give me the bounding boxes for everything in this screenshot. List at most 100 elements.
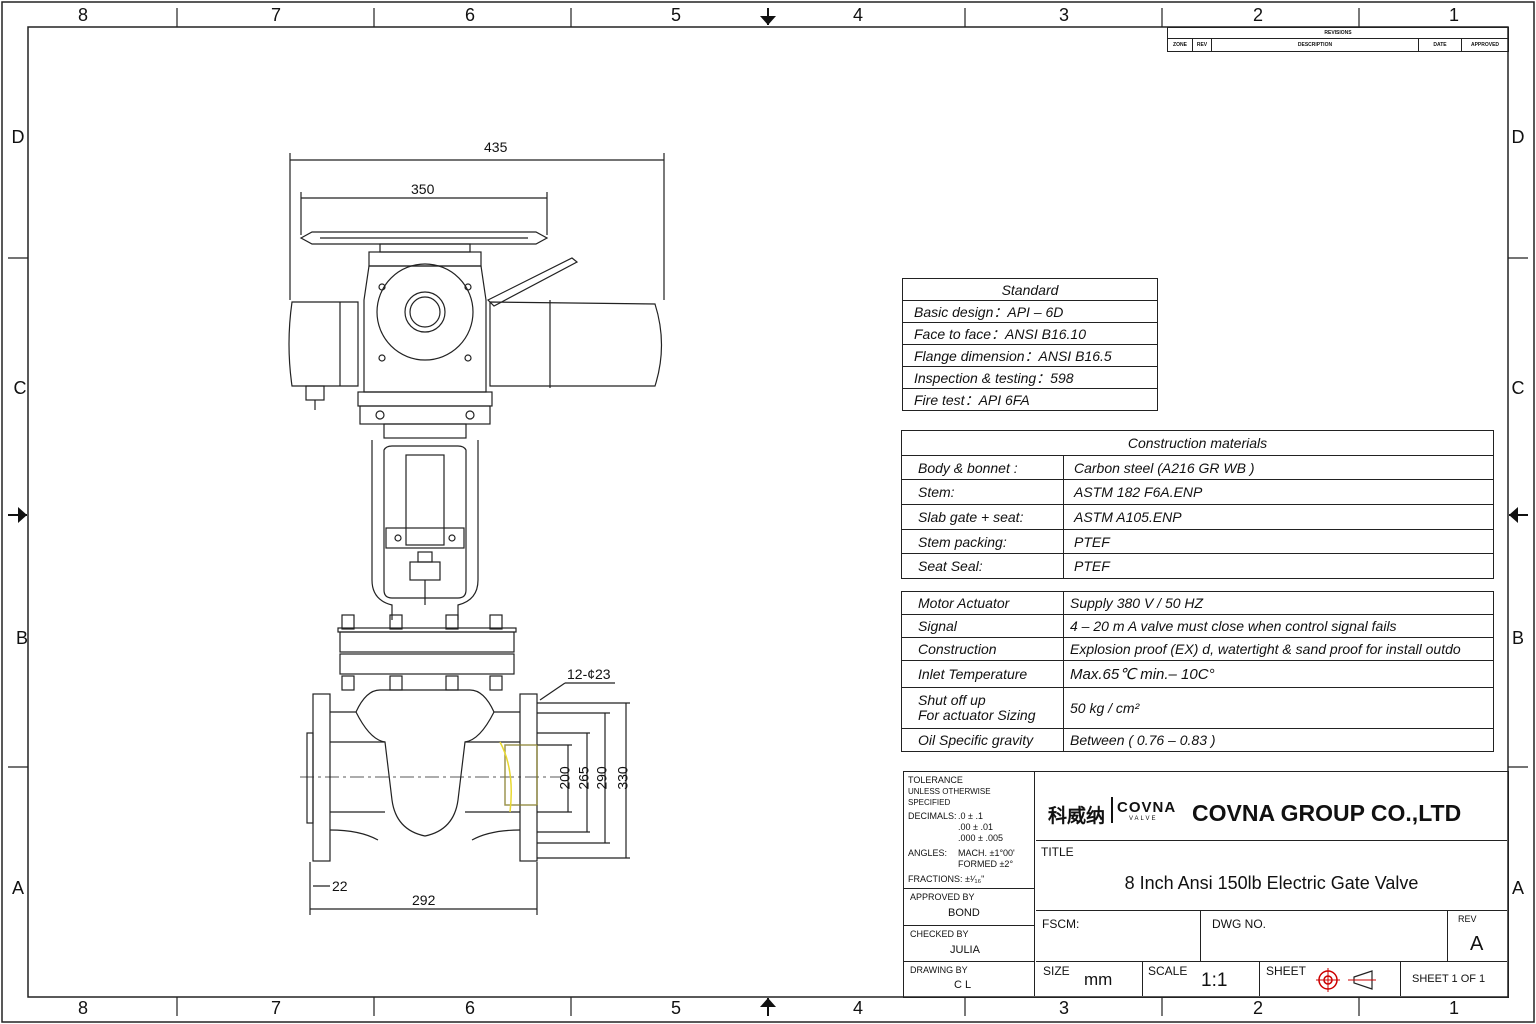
actuator-value: Max.65℃ min.– 10C°	[1063, 660, 1494, 688]
materials-key: Body & bonnet :	[901, 454, 1064, 481]
standard-row: Inspection & testing：598	[902, 366, 1158, 389]
drawing-title: 8 Inch Ansi 150lb Electric Gate Valve	[1124, 873, 1419, 893]
angles-label: ANGLES:	[908, 848, 948, 858]
actuator-value: 50 kg / cm²	[1063, 687, 1494, 729]
title-label: TITLE	[1041, 845, 1074, 859]
divider	[1400, 962, 1401, 996]
zone-left-C: C	[13, 378, 27, 398]
actuator-key: Signal	[901, 614, 1064, 638]
dim-flange-thk: 22	[332, 878, 348, 894]
zone-left-A: A	[11, 878, 24, 898]
logo-cn: 科威纳	[1048, 806, 1106, 827]
materials-key: Seat Seal:	[901, 553, 1064, 580]
rev-col-approved: APPROVED	[1470, 42, 1500, 48]
size-row: SIZE mm SCALE 1:1 SHEET SHEET 1 OF 1	[1036, 962, 1507, 996]
ang2: FORMED ±2°	[958, 859, 1014, 869]
zone-top-1: 1	[1448, 5, 1459, 25]
divider	[1142, 962, 1143, 996]
sheet-value: SHEET 1 OF 1	[1412, 973, 1486, 985]
ang1: MACH. ±1°00'	[958, 848, 1015, 858]
sheet-label: SHEET	[1266, 964, 1307, 978]
actuator-key: Inlet Temperature	[901, 660, 1064, 688]
drawing-label: DRAWING BY	[910, 965, 968, 975]
materials-value: ASTM 182 F6A.ENP	[1063, 479, 1494, 506]
tolerance-label: TOLERANCE	[908, 775, 963, 785]
rev-label: REV	[1458, 914, 1477, 924]
rev-col-description: DESCRIPTION	[1212, 39, 1419, 51]
logo-sub: VALVE	[1129, 816, 1158, 822]
actuator-value: Between ( 0.76 – 0.83 )	[1063, 728, 1494, 752]
fscm-label: FSCM:	[1042, 917, 1080, 931]
projection-symbol-icon	[1316, 968, 1376, 992]
checked-label: CHECKED BY	[910, 929, 969, 939]
rev-value: A	[1470, 933, 1484, 955]
actuator-value: 4 – 20 m A valve must close when control…	[1063, 614, 1494, 638]
actuator-value: Explosion proof (EX) d, watertight & san…	[1063, 637, 1494, 661]
zone-bottom-6: 6	[464, 998, 475, 1018]
materials-value: PTEF	[1063, 528, 1494, 555]
zone-bottom-7: 7	[270, 998, 281, 1018]
company-name: COVNA GROUP CO.,LTD	[1192, 800, 1462, 826]
decimals-label: DECIMALS:	[908, 811, 957, 821]
materials-table: Construction materials Body & bonnet :Ca…	[901, 430, 1494, 580]
title-row: TITLE 8 Inch Ansi 150lb Electric Gate Va…	[1036, 841, 1507, 911]
tolerance-block: TOLERANCE UNLESS OTHERWISE SPECIFIED DEC…	[903, 771, 1035, 889]
standard-table: Standard Basic design：API – 6D Face to f…	[902, 278, 1158, 411]
actuator-key-2: For actuator Sizing	[918, 707, 1036, 723]
divider	[1447, 911, 1448, 961]
logo-en: COVNA	[1117, 799, 1177, 816]
actuator-key: Shut off up	[918, 692, 986, 708]
dec3: .000 ± .005	[958, 833, 1003, 843]
zone-right-B: B	[1511, 628, 1524, 648]
materials-key: Stem:	[901, 479, 1064, 506]
zone-top-5: 5	[670, 5, 681, 25]
zone-right-A: A	[1511, 878, 1524, 898]
zone-top-2: 2	[1252, 5, 1263, 25]
zone-left-D: D	[11, 127, 25, 147]
zone-bottom-8: 8	[77, 998, 88, 1018]
scale-label: SCALE	[1148, 964, 1188, 978]
dim-face-to-face: 292	[412, 892, 436, 908]
dim-d3: 290	[593, 766, 610, 790]
rev-col-zone: ZONE	[1168, 39, 1193, 51]
dim-overall-width: 435	[484, 139, 508, 155]
zone-top-3: 3	[1058, 5, 1069, 25]
divider	[1259, 962, 1260, 996]
actuator-key: Oil Specific gravity	[901, 728, 1064, 752]
zone-bottom-3: 3	[1058, 998, 1069, 1018]
zone-top-6: 6	[464, 5, 475, 25]
title-block	[903, 771, 1509, 998]
rev-col-date: DATE	[1419, 39, 1462, 51]
zone-top-7: 7	[270, 5, 281, 25]
zone-top-4: 4	[852, 5, 863, 25]
zone-top-8: 8	[77, 5, 88, 25]
materials-value: PTEF	[1063, 553, 1494, 580]
dim-d4: 330	[614, 766, 631, 790]
scale-value: 1:1	[1201, 970, 1228, 991]
dec2: .00 ± .01	[958, 822, 993, 832]
unless-label: UNLESS OTHERWISE SPECIFIED	[908, 787, 991, 807]
materials-key: Stem packing:	[901, 528, 1064, 555]
dim-d1: 200	[556, 766, 573, 790]
dim-d2: 265	[575, 766, 592, 790]
dwg-label: DWG NO.	[1212, 917, 1266, 931]
materials-title: Construction materials	[901, 430, 1494, 456]
logo-divider	[1111, 797, 1113, 823]
revisions-block: REVISIONS ZONE REV DESCRIPTION DATE APPR…	[1167, 27, 1509, 52]
size-value: mm	[1084, 970, 1113, 989]
zone-right-D: D	[1511, 127, 1525, 147]
zone-left-B: B	[15, 628, 28, 648]
standard-title: Standard	[902, 278, 1158, 301]
actuator-key: Construction	[901, 637, 1064, 661]
materials-key: Slab gate + seat:	[901, 504, 1064, 530]
approved-block: APPROVED BY BOND	[903, 889, 1035, 926]
standard-row: Flange dimension：ANSI B16.5	[902, 344, 1158, 367]
standard-row: Fire test：API 6FA	[902, 388, 1158, 411]
approved-name: BOND	[948, 907, 980, 919]
dec1: .0 ± .1	[958, 811, 983, 821]
dim-handwheel: 350	[411, 181, 435, 197]
standard-row: Face to face：ANSI B16.10	[902, 322, 1158, 345]
divider	[1200, 911, 1201, 961]
